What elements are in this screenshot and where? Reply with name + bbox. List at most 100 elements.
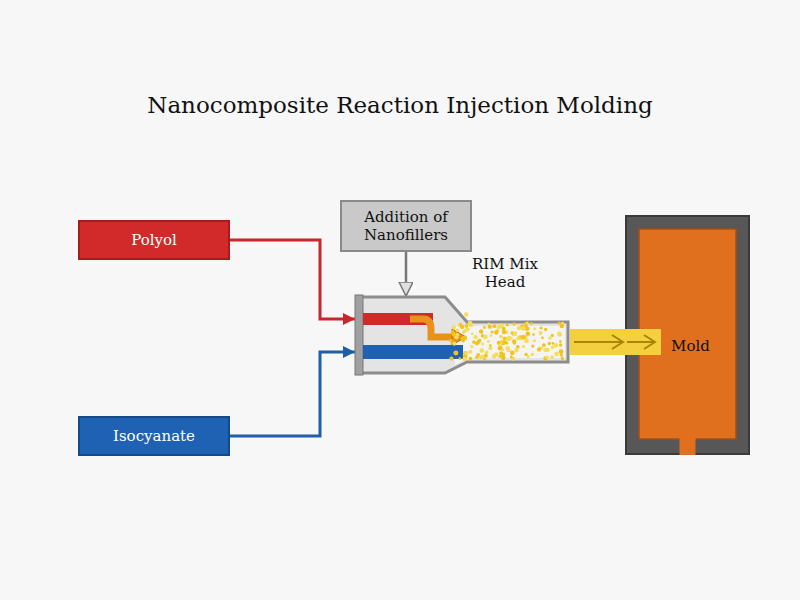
mold-frame xyxy=(626,216,749,454)
nanoparticle xyxy=(559,343,562,346)
nanoparticle xyxy=(453,351,458,356)
nanoparticle xyxy=(545,356,549,360)
flow-band-inlet xyxy=(625,329,661,355)
node-label: Mold xyxy=(645,337,736,355)
polyol-feed-line xyxy=(230,240,355,319)
nanoparticle xyxy=(479,348,484,353)
nanoparticle xyxy=(533,327,536,330)
nanoparticle xyxy=(475,355,478,358)
connector-path xyxy=(405,252,408,295)
nanoparticle xyxy=(462,357,467,362)
nanoparticle xyxy=(452,325,456,329)
nanoparticle xyxy=(473,335,477,339)
nanoparticle xyxy=(478,339,481,342)
nanoparticle xyxy=(452,341,456,345)
nanoparticle xyxy=(471,333,474,336)
nanoparticle xyxy=(560,354,563,357)
nanoparticle xyxy=(507,348,511,352)
nanoparticle xyxy=(498,355,501,358)
nanoparticle xyxy=(537,347,541,351)
input-box: Polyol xyxy=(78,220,230,260)
connector-path xyxy=(574,341,623,343)
nanoparticle xyxy=(514,348,519,353)
nanoparticle xyxy=(488,325,492,329)
nanoparticle xyxy=(502,330,506,334)
nanofiller-feed-arrow xyxy=(406,252,407,295)
nanoparticle xyxy=(451,330,454,333)
input-box: Isocyanate xyxy=(78,416,230,456)
nanoparticle xyxy=(500,341,503,344)
nanoparticle xyxy=(559,340,562,343)
nanoparticle xyxy=(456,328,460,332)
nanoparticle xyxy=(465,328,469,332)
nanoparticle xyxy=(461,336,465,340)
nanoparticle xyxy=(510,356,513,359)
nanoparticle xyxy=(452,333,456,337)
nanoparticle xyxy=(532,333,535,336)
flow-band xyxy=(570,329,625,355)
nanoparticle xyxy=(507,336,512,341)
nanoparticle xyxy=(469,357,473,361)
injection-flow xyxy=(570,342,625,343)
nanoparticle xyxy=(522,345,525,348)
mixing-flow-head xyxy=(452,329,466,345)
nanoparticle xyxy=(481,343,484,346)
nanoparticle xyxy=(533,339,536,342)
process-box: Addition of Nanofillers xyxy=(340,200,472,252)
nanoparticle xyxy=(497,325,501,329)
nanoparticle xyxy=(551,345,554,348)
nanoparticle xyxy=(478,339,481,342)
nanoparticle xyxy=(541,336,544,339)
nanoparticle xyxy=(526,331,531,336)
nanoparticle xyxy=(513,322,516,325)
node-label: Isocyanate xyxy=(113,427,195,445)
nanoparticle xyxy=(501,355,506,360)
nanoparticle xyxy=(548,342,551,345)
nanoparticle xyxy=(494,331,498,335)
nanoparticle xyxy=(449,356,453,360)
nanoparticle xyxy=(483,335,488,340)
nanoparticle xyxy=(554,343,558,347)
nozzle-bore xyxy=(455,326,565,365)
node-label: RIM Mix Head xyxy=(460,255,550,291)
isocyanate-channel xyxy=(363,345,463,359)
nanoparticle xyxy=(470,345,473,348)
nanoparticle xyxy=(544,328,547,331)
nanoparticle xyxy=(540,326,543,329)
nanoparticle xyxy=(468,321,473,326)
nanoparticle xyxy=(548,336,552,340)
nanoparticle xyxy=(551,334,554,337)
nanoparticle xyxy=(513,331,518,336)
nanoparticle xyxy=(531,344,534,347)
nanoparticle xyxy=(530,322,533,325)
nanoparticle xyxy=(506,337,511,342)
nanoparticle xyxy=(560,324,565,329)
nanoparticle xyxy=(463,351,468,356)
nanoparticle xyxy=(464,312,468,316)
nanoparticle xyxy=(512,339,516,343)
nanoparticle xyxy=(492,324,496,328)
mixing-flow xyxy=(410,319,453,337)
nanoparticle xyxy=(561,357,564,360)
nanoparticle xyxy=(510,351,515,356)
nanoparticle xyxy=(531,353,534,356)
nanoparticle xyxy=(479,329,483,333)
mix-head: RIM Mix Head xyxy=(355,295,570,375)
nanoparticle xyxy=(449,339,453,343)
nanoparticle xyxy=(559,349,564,354)
nanoparticle xyxy=(538,331,542,335)
connector-path xyxy=(230,352,355,436)
nanoparticle xyxy=(516,337,519,340)
diagram-title: Nanocomposite Reaction Injection Molding xyxy=(0,92,800,118)
nanoparticle xyxy=(488,346,492,350)
nanoparticle xyxy=(557,332,562,337)
nanoparticle xyxy=(499,335,503,339)
nanoparticle xyxy=(543,356,547,360)
node-label: Polyol xyxy=(131,231,177,249)
nanoparticle xyxy=(485,351,489,355)
nanoparticle xyxy=(544,348,548,352)
nanoparticle xyxy=(503,337,507,341)
nanoparticle xyxy=(460,325,465,330)
nanoparticle xyxy=(526,322,529,325)
